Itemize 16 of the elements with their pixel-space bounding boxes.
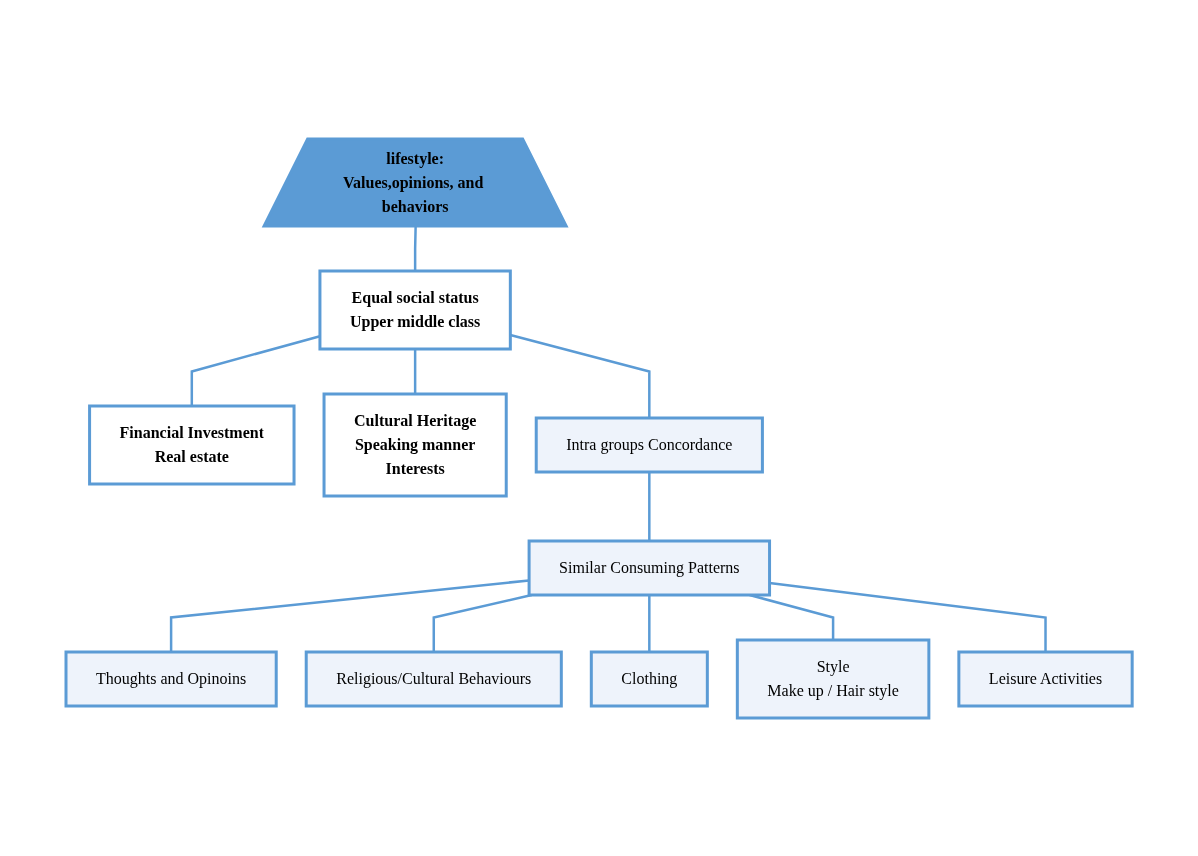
node-box: Cultural Heritage Speaking manner Interests [322,392,508,497]
node-box: Style Make up / Hair style [735,638,931,719]
node-box: Intra groups Concordance [534,416,764,473]
node-box: Leisure Activities [957,650,1134,707]
node-box: Religious/Cultural Behaviours [304,650,563,707]
connector [769,581,1047,652]
connector [648,594,651,652]
connector [413,348,417,394]
node-box: Equal social status Upper middle class [318,269,512,350]
connector [169,578,530,652]
node-box: Similar Consuming Patterns [527,539,771,596]
node-box: Financial Investment Real estate [88,404,296,485]
node-box: Clothing [589,650,709,707]
node-box: Thoughts and Opinoins [64,650,278,707]
connector [648,471,651,541]
connector [413,225,417,271]
